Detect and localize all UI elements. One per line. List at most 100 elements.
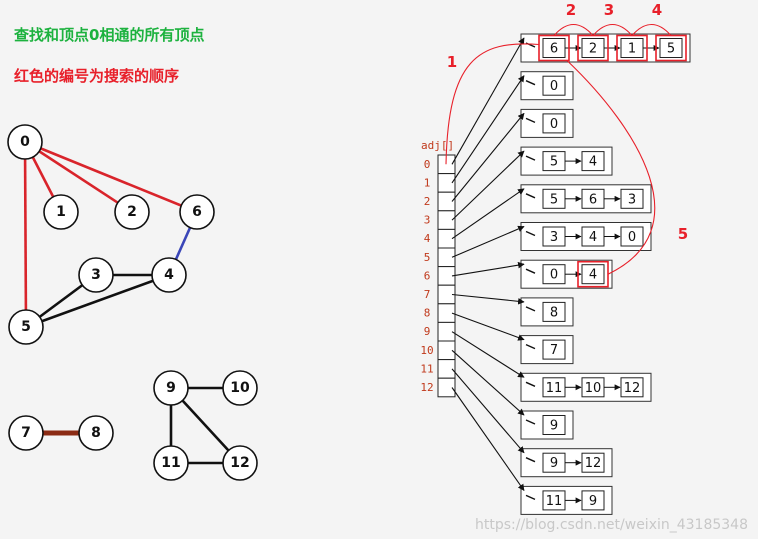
adj-pointer-arrow <box>451 293 525 305</box>
graph-node-label: 3 <box>91 267 101 283</box>
adj-pointer-arrow <box>451 225 525 258</box>
graph-node <box>43 194 79 230</box>
adj-array-cell <box>437 377 456 398</box>
search-order-label: 2 <box>566 1 576 19</box>
adj-list-head-marker <box>525 306 536 312</box>
adj-pointer-arrow <box>451 312 525 341</box>
adj-list-node-label: 12 <box>585 456 602 471</box>
adj-list-node-label: 0 <box>550 268 558 283</box>
adj-index-label: 11 <box>420 362 433 375</box>
adj-list-head-marker <box>525 80 536 86</box>
graph-node <box>179 194 215 230</box>
graph-node-label: 2 <box>127 204 137 220</box>
search-path-curve <box>445 43 540 165</box>
adj-list-node-label: 6 <box>589 192 597 207</box>
watermark-url: https://blog.csdn.net/weixin_43185348 <box>474 517 748 533</box>
adj-pointer-arrow <box>451 150 525 221</box>
graph-node <box>78 257 114 293</box>
adj-list-node <box>542 301 566 322</box>
adj-list-node-label: 0 <box>628 230 636 245</box>
adj-list-node-label: 8 <box>550 305 558 320</box>
adj-pointer-arrow <box>451 368 525 454</box>
adj-list-node-label: 12 <box>624 381 641 396</box>
graph-node <box>222 445 258 481</box>
adj-list-node <box>581 452 605 473</box>
adj-list-node-label: 9 <box>589 494 597 509</box>
search-path-curve <box>566 60 656 275</box>
graph-edge <box>25 273 170 329</box>
adj-list-head-marker <box>525 193 536 199</box>
graph-node <box>151 257 187 293</box>
graph-node-label: 6 <box>192 204 202 220</box>
adj-index-label: 8 <box>424 307 431 320</box>
adj-array-label: adj[] <box>421 139 454 152</box>
graph-node-label: 4 <box>164 267 174 283</box>
search-order-label: 1 <box>447 53 457 71</box>
adj-list-head-marker <box>525 268 536 274</box>
adj-list-node-label: 5 <box>667 42 675 57</box>
adj-list-node-label: 10 <box>585 381 602 396</box>
adj-pointer-arrow <box>451 37 525 165</box>
adj-index-label: 10 <box>420 344 433 357</box>
adj-list-node-label: 6 <box>550 42 558 57</box>
adj-index-label: 4 <box>424 232 431 245</box>
adj-list-node-label: 0 <box>550 117 558 132</box>
adj-list-head-marker <box>525 457 536 463</box>
adj-index-label: 6 <box>424 269 431 282</box>
search-path-arc <box>631 23 672 36</box>
graph-node <box>222 370 258 406</box>
adj-pointer-arrow <box>451 188 525 240</box>
adj-list-node <box>542 113 566 134</box>
adj-list-head-marker <box>525 155 536 161</box>
adj-list-node-label: 11 <box>546 494 563 509</box>
adj-list-node-label: 2 <box>589 42 597 57</box>
adj-index-label: 12 <box>420 381 433 394</box>
graph-node-label: 10 <box>230 380 250 396</box>
adj-list-node-label: 9 <box>550 456 558 471</box>
adj-list-head-marker <box>525 419 536 425</box>
adj-index-label: 9 <box>424 325 431 338</box>
diagram-title: 查找和顶点0相通的所有顶点 <box>14 26 205 44</box>
adj-pointer-arrow <box>451 387 525 491</box>
graph-node-label: 12 <box>230 455 249 471</box>
adj-list-node-label: 5 <box>550 192 558 207</box>
graph-node-label: 7 <box>21 425 31 441</box>
adj-list-node-label: 3 <box>550 230 558 245</box>
adj-list-node-label: 3 <box>628 192 636 207</box>
search-order-label: 3 <box>604 1 614 19</box>
graph-node <box>7 124 43 160</box>
adj-index-label: 3 <box>424 214 431 227</box>
adj-list-node <box>620 377 644 398</box>
search-order-label: 4 <box>652 1 662 19</box>
diagram-subtitle: 红色的编号为搜索的顺序 <box>14 67 180 85</box>
graph-node-label: 0 <box>20 134 30 150</box>
adj-index-label: 1 <box>424 176 431 189</box>
graph-node <box>153 445 189 481</box>
adj-list-node-label: 5 <box>550 155 558 170</box>
adj-list-node <box>620 188 644 209</box>
graph-node <box>114 194 150 230</box>
adj-list-node-label: 0 <box>550 79 558 94</box>
adj-list-node-label: 7 <box>550 343 558 358</box>
graph-node <box>78 415 114 451</box>
graph-node <box>153 370 189 406</box>
adj-pointer-arrow <box>451 331 525 378</box>
graph-node <box>8 415 44 451</box>
adj-list-head-marker <box>525 381 536 387</box>
adj-pointer-arrow <box>451 75 525 184</box>
adj-index-label: 2 <box>424 195 431 208</box>
graph-node-label: 11 <box>161 455 180 471</box>
adj-list-node <box>542 339 566 360</box>
adj-list-node <box>581 264 605 285</box>
search-path-arc <box>553 23 594 36</box>
adj-list-head-marker <box>525 494 536 501</box>
adj-list-node <box>542 415 566 435</box>
adj-list-node <box>620 226 644 247</box>
adj-list-node <box>659 38 683 58</box>
adj-pointer-arrow <box>451 349 525 416</box>
search-path-arc <box>592 23 633 36</box>
adj-list-node <box>581 490 605 511</box>
graph-edge <box>24 140 198 214</box>
graph-edge <box>23 141 28 328</box>
